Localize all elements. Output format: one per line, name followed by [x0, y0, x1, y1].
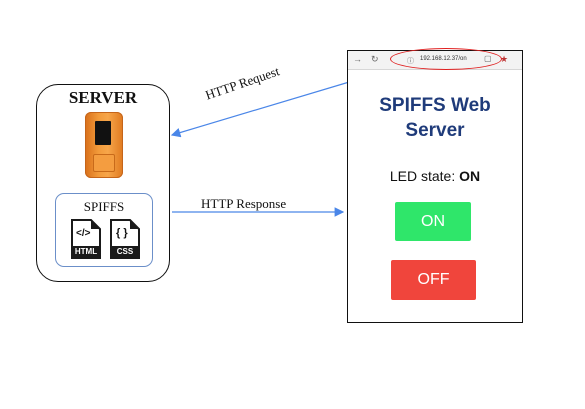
- page-title-line1: SPIFFS Web: [379, 95, 491, 116]
- server-title: SERVER: [68, 88, 138, 107]
- http-response-label: HTTP Response: [201, 196, 287, 211]
- html-file-tag: HTML: [71, 246, 101, 257]
- server-box: [36, 84, 170, 282]
- spiffs-label: SPIFFS: [83, 199, 125, 214]
- reload-icon[interactable]: ↻: [371, 54, 379, 64]
- page-title: SPIFFS Web Server: [348, 93, 522, 143]
- led-state-label: LED state:: [389, 168, 456, 184]
- html-file-glyph: </>: [76, 228, 91, 239]
- page-title-line2: Server: [405, 120, 465, 141]
- spiffs-storage-box: [55, 193, 153, 267]
- html-file-icon: </> HTML: [71, 219, 101, 259]
- css-file-glyph: { }: [116, 227, 128, 239]
- url-highlight-ellipse: [390, 48, 502, 70]
- device-screen: [95, 121, 111, 145]
- off-button[interactable]: OFF: [391, 260, 476, 300]
- led-state: LED state: ON: [348, 168, 522, 184]
- led-state-value: ON: [459, 168, 481, 184]
- back-icon[interactable]: →: [353, 54, 362, 64]
- on-button[interactable]: ON: [395, 202, 471, 241]
- star-icon[interactable]: ★: [500, 54, 509, 64]
- css-file-icon: { } CSS: [110, 219, 140, 259]
- css-file-tag: CSS: [110, 246, 140, 257]
- device-button: [93, 154, 115, 172]
